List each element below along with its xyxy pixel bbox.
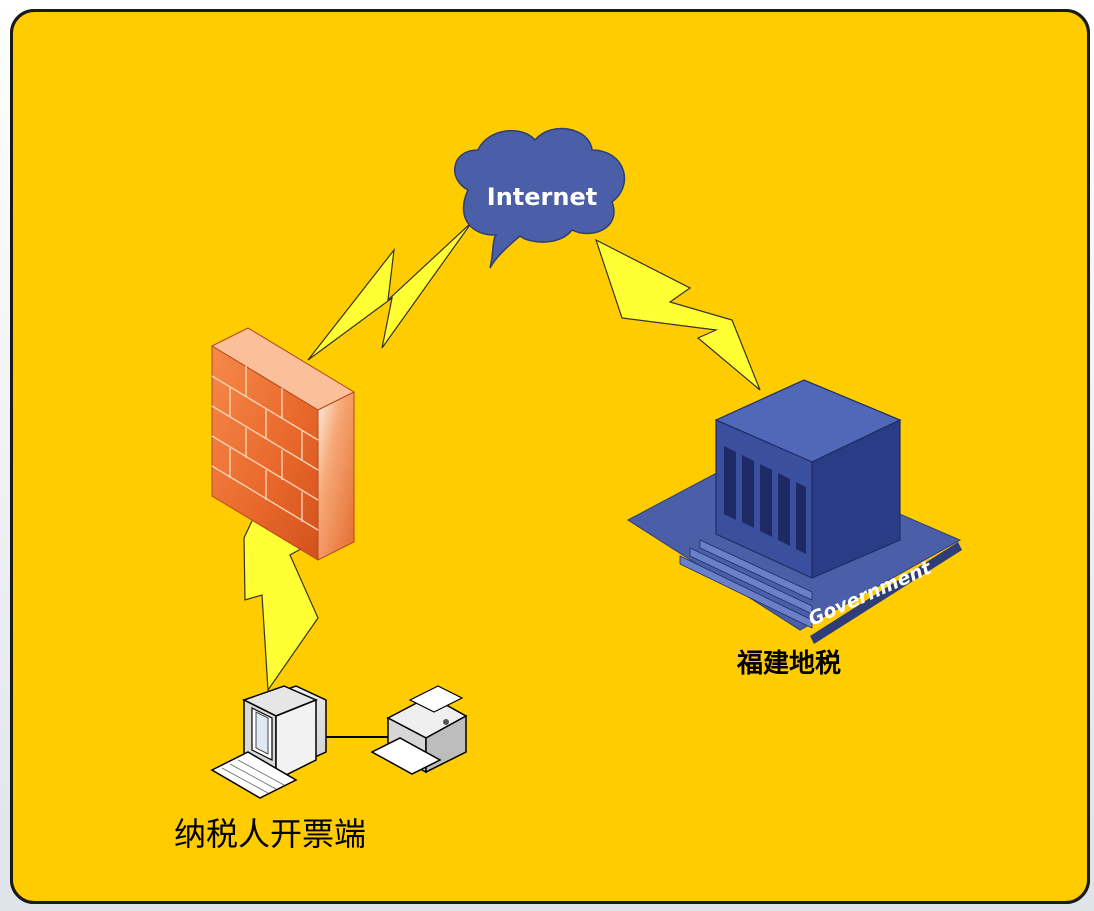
- computer-icon: [210, 685, 327, 799]
- government-building-icon: [627, 379, 962, 644]
- panel-border: [10, 9, 1090, 904]
- government-label: 福建地税: [736, 649, 841, 679]
- firewall-icon: [210, 327, 356, 561]
- link-internet-government: [594, 238, 761, 391]
- panel-background: [12, 11, 1088, 902]
- printer-icon: [370, 685, 468, 775]
- client-label: 纳税人开票端: [174, 815, 366, 853]
- cloud-icon: [453, 127, 626, 269]
- internet-label: Internet: [487, 183, 597, 211]
